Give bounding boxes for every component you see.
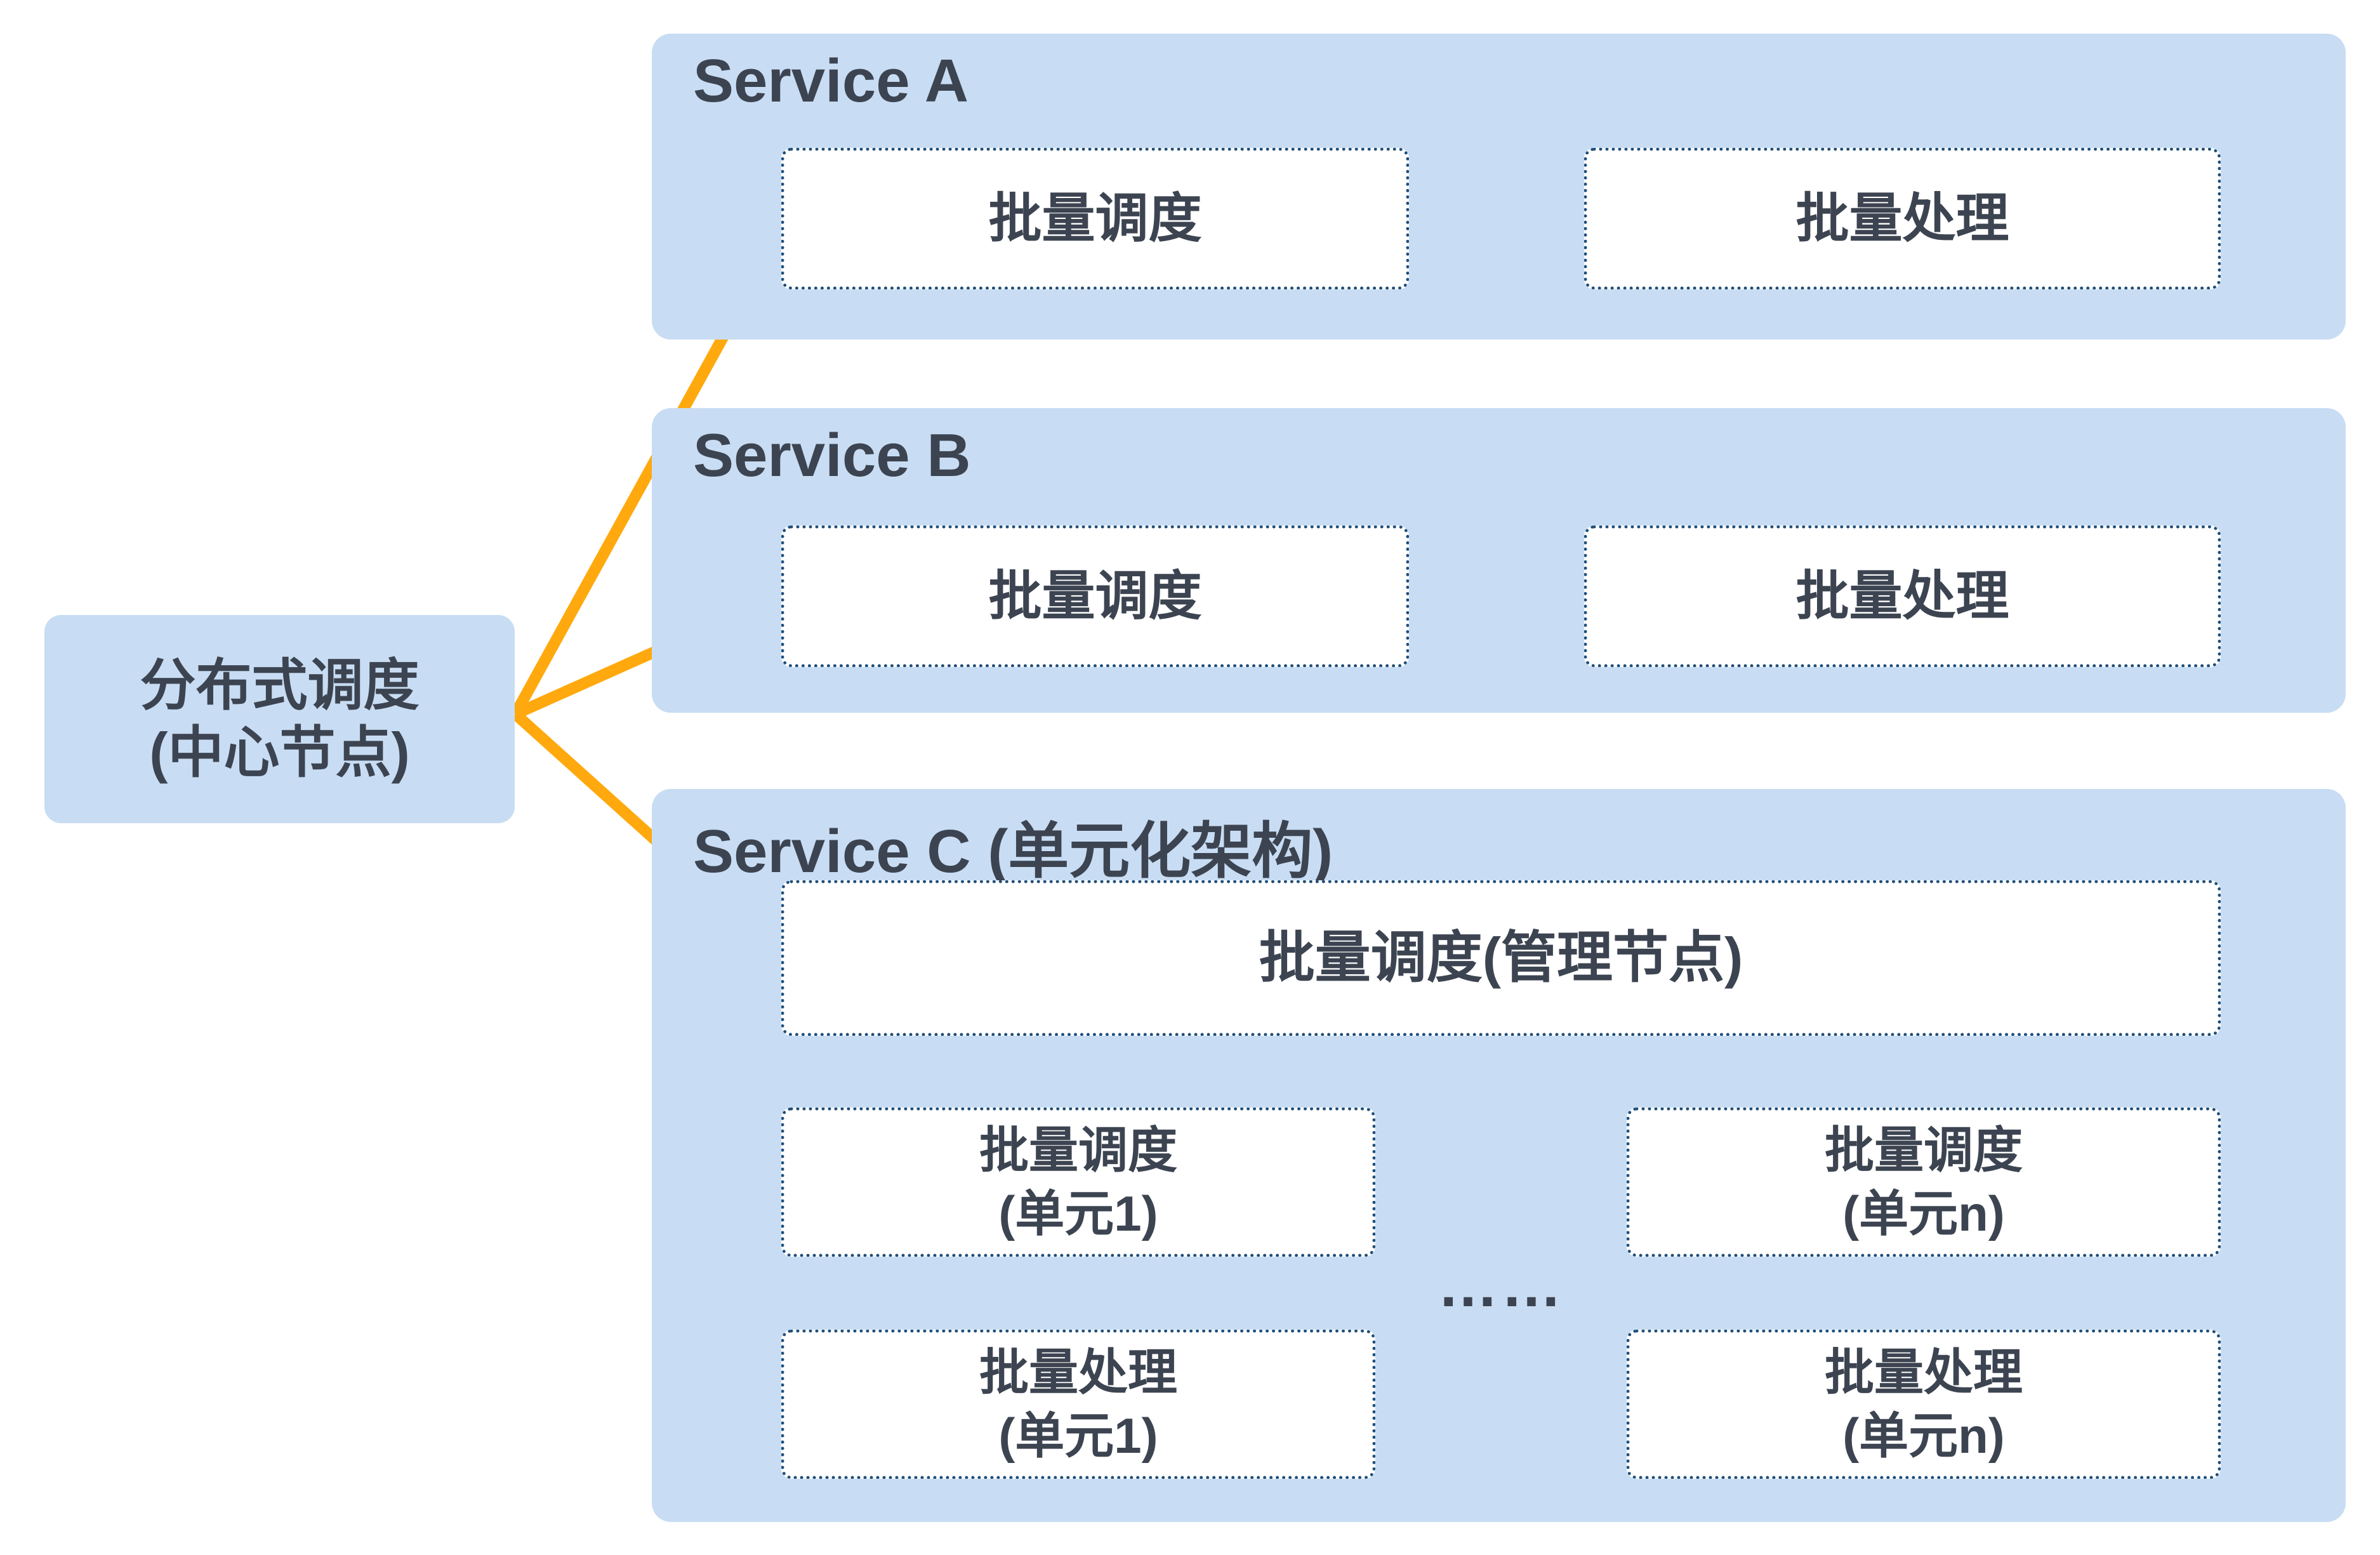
service-b-title: Service B [693,421,971,489]
service-c-unitn-scheduler-box: 批量调度 (单元n) [1627,1108,2221,1257]
service-a-title: Service A [693,47,969,115]
service-a-batch-scheduler-box: 批量调度 [781,148,1409,289]
central-scheduler-node: 分布式调度 (中心节点) [44,615,515,823]
service-a-batch-processor-box: 批量处理 [1584,148,2221,289]
service-c-unit1-processor-box: 批量处理 (单元1) [781,1330,1375,1479]
service-c-panel: Service C (单元化架构) 批量调度(管理节点) 批量调度 (单元1) … [652,789,2346,1522]
service-b-panel: Service B 批量调度 批量处理 [652,408,2346,713]
service-a-batch-scheduler-label: 批量调度 [988,188,1202,248]
unit1-scheduler-line1: 批量调度 [979,1122,1177,1178]
service-a-batch-processor-label: 批量处理 [1795,188,2009,248]
units-ellipsis: …… [1438,1252,1564,1320]
unitn-scheduler-line2: (单元n) [1842,1185,2005,1241]
unit1-processor-line2: (单元1) [998,1407,1158,1464]
service-c-unitn-processor-box: 批量处理 (单元n) [1627,1330,2221,1479]
unit1-scheduler-line2: (单元1) [998,1185,1158,1241]
central-node-line1: 分布式调度 [140,654,420,717]
central-node-line2: (中心节点) [149,721,410,784]
service-b-batch-scheduler-box: 批量调度 [781,526,1409,667]
service-c-unit1-scheduler-box: 批量调度 (单元1) [781,1108,1375,1257]
service-b-batch-scheduler-label: 批量调度 [988,566,1202,626]
unit1-processor-line1: 批量处理 [979,1344,1177,1400]
service-b-batch-processor-box: 批量处理 [1584,526,2221,667]
unitn-processor-line2: (单元n) [1842,1407,2005,1464]
service-c-title: Service C (单元化架构) [693,817,1333,885]
service-a-panel: Service A 批量调度 批量处理 [652,34,2346,340]
service-b-batch-processor-label: 批量处理 [1795,566,2009,626]
unitn-scheduler-line1: 批量调度 [1824,1122,2023,1178]
service-c-manager-scheduler-label: 批量调度(管理节点) [1259,926,1743,989]
unitn-processor-line1: 批量处理 [1824,1344,2023,1400]
service-c-manager-scheduler-box: 批量调度(管理节点) [781,880,2221,1036]
